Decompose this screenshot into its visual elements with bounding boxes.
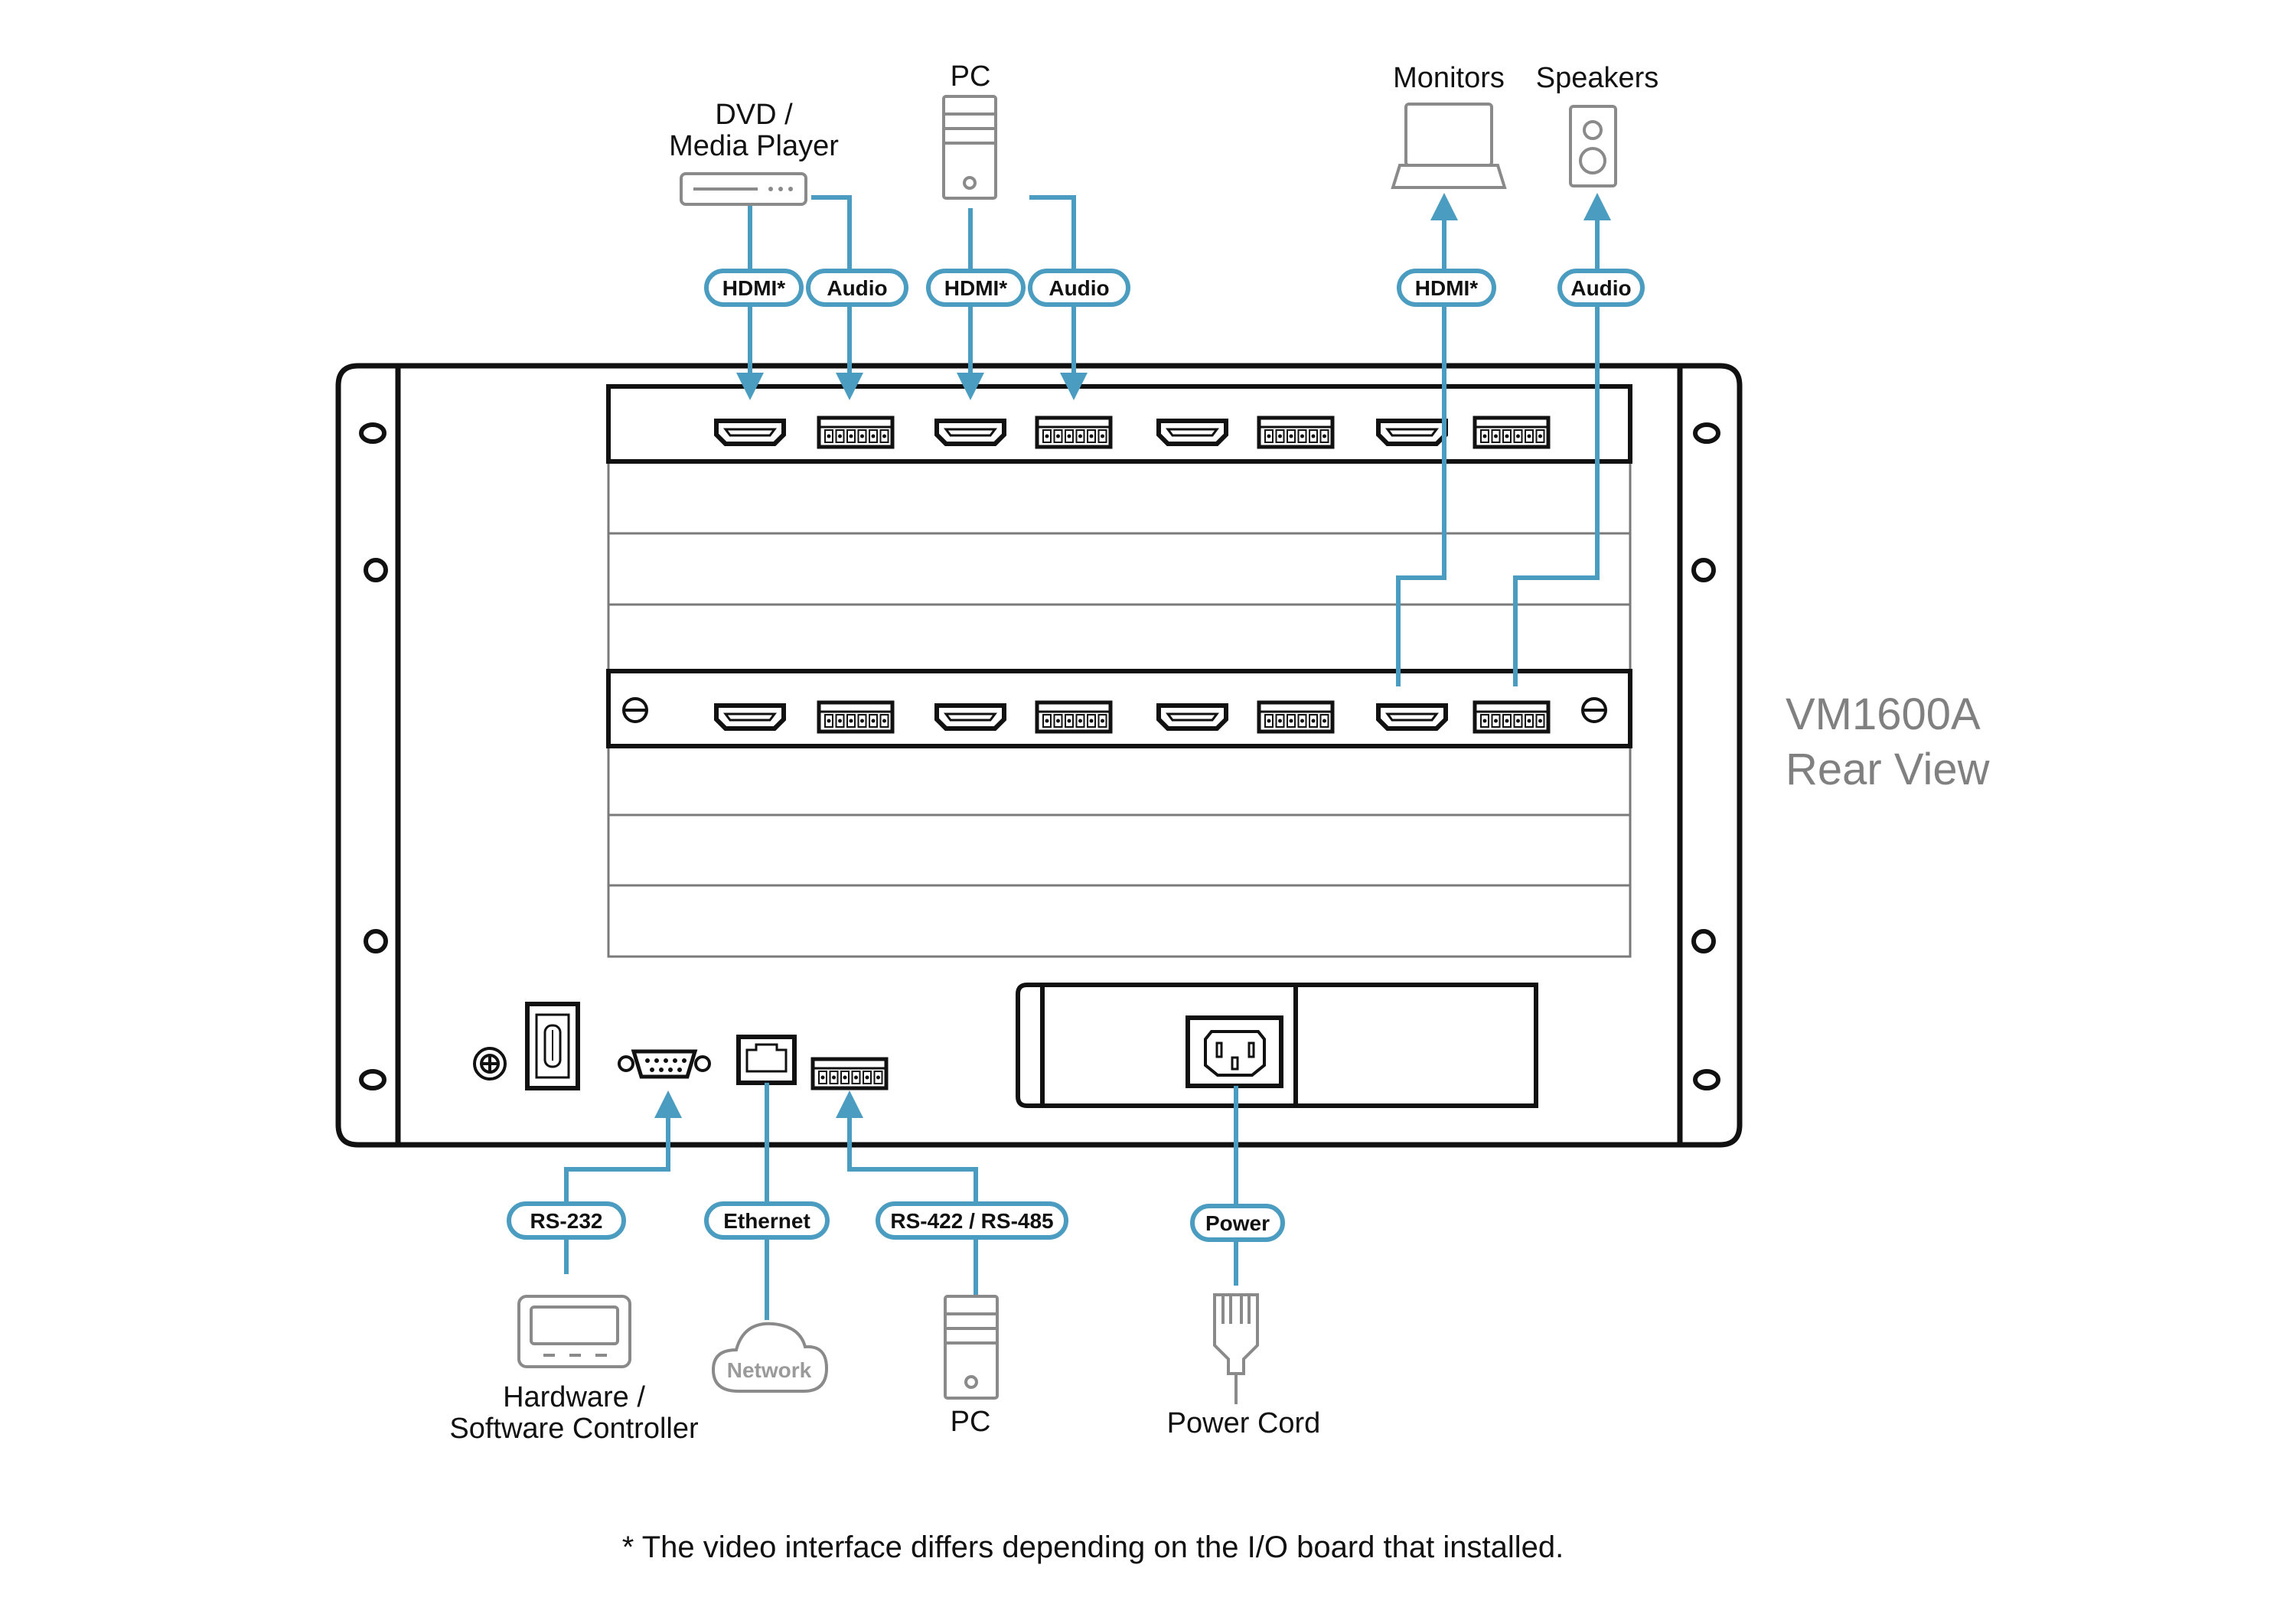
left-rack-ear: [335, 363, 398, 1148]
cable-tag-label: HDMI*: [722, 276, 786, 300]
cable-rs422: [836, 1090, 978, 1297]
ethernet-port[interactable]: [736, 1035, 797, 1085]
cable-tag-rs232: RS-232: [507, 1201, 626, 1240]
rs232-port[interactable]: [618, 1049, 711, 1079]
cable-tag-label: HDMI*: [1415, 276, 1479, 300]
controller-label-line1: Hardware /: [503, 1381, 645, 1413]
pc-tower-icon: [942, 95, 997, 200]
hdmi-port[interactable]: [714, 703, 786, 731]
dvd-player-icon: [680, 172, 807, 206]
cable-monitor-hdmi: [1396, 193, 1458, 686]
cable-tag-pc-audio: Audio: [1028, 269, 1130, 307]
devices: [517, 95, 1617, 1404]
hdmi-port[interactable]: [1376, 419, 1448, 446]
speaker-icon: [1569, 105, 1617, 187]
cable-tag-label: RS-422 / RS-485: [890, 1209, 1053, 1233]
output-board-screws: [622, 697, 1607, 723]
mount-hole: [1693, 1069, 1720, 1090]
cable-tag-label: Ethernet: [723, 1209, 810, 1233]
mounting-holes: [359, 422, 1720, 1090]
right-rack-ear: [1680, 363, 1743, 1148]
pc-top-label: PC: [951, 60, 991, 93]
power-inlet[interactable]: [1186, 1015, 1283, 1088]
vm1600a-chassis: [335, 363, 1743, 1148]
hdmi-port[interactable]: [934, 419, 1006, 446]
audio-terminal-block[interactable]: [817, 700, 895, 734]
cable-tag-label: HDMI*: [944, 276, 1008, 300]
board-ports: [714, 416, 1551, 734]
hdmi-port[interactable]: [1156, 703, 1228, 731]
cable-tag-dvd-hdmi: HDMI*: [704, 269, 804, 307]
audio-terminal-block[interactable]: [817, 416, 895, 449]
audio-terminal-block[interactable]: [1035, 416, 1113, 449]
cable-dvd-audio: [811, 195, 863, 400]
hdmi-port[interactable]: [714, 419, 786, 446]
mount-hole: [1691, 558, 1716, 582]
power-plug-icon: [1213, 1293, 1259, 1404]
controller-label-line2: Software Controller: [449, 1413, 699, 1445]
audio-terminal-block[interactable]: [1257, 700, 1335, 734]
cable-tag-rs422: RS-422 / RS-485: [876, 1201, 1068, 1240]
device-labels: DVD / Media Player PC Monitors Speakers …: [449, 60, 1658, 1445]
cable-rs232: [564, 1090, 682, 1274]
page-title: VM1600A Rear View: [1786, 689, 1991, 794]
cable-pc-audio: [1029, 195, 1088, 400]
hdmi-port[interactable]: [1156, 419, 1228, 446]
chassis-body: [395, 363, 1683, 1148]
network-cloud-icon: [711, 1322, 829, 1393]
power-module: [1016, 983, 1538, 1108]
ground-screw-icon: [473, 1047, 507, 1081]
mount-hole: [364, 929, 388, 953]
footnote: * The video interface differs depending …: [622, 1530, 1564, 1564]
monitors-label: Monitors: [1393, 62, 1505, 94]
cable-speaker-audio: [1513, 193, 1611, 686]
mount-hole: [1693, 422, 1720, 444]
rs422-port[interactable]: [810, 1057, 889, 1090]
hdmi-port[interactable]: [934, 703, 1006, 731]
power-switch[interactable]: [525, 1002, 580, 1090]
speakers-label: Speakers: [1536, 62, 1659, 94]
cable-tag-pc-hdmi: HDMI*: [926, 269, 1026, 307]
dvd-label-line2: Media Player: [669, 130, 839, 162]
audio-terminal-block[interactable]: [1035, 700, 1113, 734]
cable-tag-power: Power: [1190, 1204, 1285, 1242]
mount-hole: [359, 422, 386, 444]
monitor-icon: [1391, 103, 1507, 189]
audio-terminal-block[interactable]: [1473, 700, 1551, 734]
cable-tag-label: Audio: [1049, 276, 1109, 300]
cable-tag-label: Power: [1205, 1211, 1270, 1235]
title-line2: Rear View: [1786, 745, 1991, 794]
audio-terminal-block[interactable]: [1257, 416, 1335, 449]
cable-tag-speaker-audio: Audio: [1557, 269, 1645, 307]
hdmi-port[interactable]: [1376, 703, 1448, 731]
pc-tower-icon: [944, 1295, 999, 1400]
power-cord-label: Power Cord: [1167, 1407, 1321, 1439]
mount-hole: [364, 558, 388, 582]
audio-terminal-block[interactable]: [1473, 416, 1551, 449]
title-line1: VM1600A: [1786, 689, 1981, 739]
cable-tag-monitor-hdmi: HDMI*: [1397, 269, 1496, 307]
network-label: Network: [727, 1358, 812, 1382]
cable-tag-label: Audio: [827, 276, 887, 300]
pc-bottom-label: PC: [951, 1406, 991, 1438]
lower-panel: [473, 983, 1538, 1108]
mount-hole: [1691, 929, 1716, 953]
dvd-label-line1: DVD /: [715, 99, 793, 131]
cable-tag-dvd-audio: Audio: [806, 269, 908, 307]
cable-tag-label: Audio: [1570, 276, 1631, 300]
controller-icon: [517, 1295, 631, 1368]
cable-tag-ethernet: Ethernet: [704, 1201, 830, 1240]
rs422-terminal-block[interactable]: [810, 1057, 889, 1090]
mount-hole: [359, 1069, 386, 1090]
cable-tag-label: RS-232: [530, 1209, 603, 1233]
